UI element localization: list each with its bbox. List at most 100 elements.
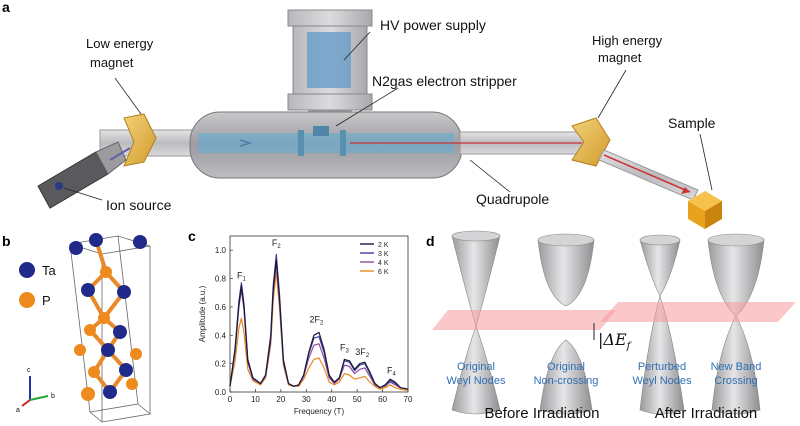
ion-beam-left [109, 147, 131, 161]
legend-p-swatch [19, 292, 35, 308]
atom-p [74, 344, 86, 356]
peak-annotation: F3 [340, 343, 350, 355]
atom-ta [133, 235, 147, 249]
label-low-energy-1: Low energy [86, 36, 154, 51]
sample-right [705, 201, 722, 229]
panel-d-label: d [426, 233, 435, 249]
beam-arrowhead [681, 187, 690, 194]
ion-source-port [55, 182, 63, 190]
panel-a-label: a [2, 0, 10, 15]
leader-high-magnet [597, 69, 627, 119]
atom-ta [117, 285, 131, 299]
panel-b: b Ta P [2, 233, 151, 423]
stripper-valve [313, 126, 329, 136]
peak-annotation: F1 [237, 270, 247, 282]
label-ion-source: Ion source [106, 197, 172, 213]
crystal-atoms [69, 233, 147, 401]
legend-label: 2 K [378, 242, 389, 249]
axes-indicator: c b a [16, 367, 55, 414]
atom-p [84, 324, 96, 336]
fermi-plane-after [600, 302, 796, 322]
atom-ta [119, 363, 133, 377]
x-tick-label: 0 [228, 395, 233, 404]
series-line-4k [229, 262, 409, 390]
label-sample: Sample [668, 115, 716, 131]
y-axis-label: Amplitude (a.u.) [198, 285, 207, 342]
plot-frame [229, 235, 409, 393]
axis-a-label: a [16, 407, 20, 414]
caption-cone-2-line2: Non-crossing [534, 375, 599, 387]
beam-arrow-1 [239, 139, 253, 147]
panel-b-label: b [2, 233, 11, 249]
axis-c-label: c [27, 367, 31, 374]
atom-p [98, 312, 110, 324]
label-high-energy-2: magnet [598, 50, 642, 65]
legend-label: 3 K [378, 251, 389, 258]
series-line-2k [229, 259, 409, 390]
panel-a: a [2, 0, 722, 229]
unit-cell-box [69, 235, 151, 423]
atom-ta [103, 385, 117, 399]
x-tick-label: 50 [353, 395, 362, 404]
high-energy-magnet [571, 117, 611, 167]
ion-source [37, 141, 131, 209]
stripper-flange-right [340, 130, 346, 156]
x-tick-label: 30 [302, 395, 311, 404]
panel-c-label: c [188, 228, 196, 244]
caption-cone-4-line2: Crossing [714, 375, 757, 387]
caption-after-irradiation: After Irradiation [655, 405, 758, 422]
cone-perturbed-weyl [639, 234, 685, 415]
ion-source-body [37, 151, 109, 209]
atom-p [130, 348, 142, 360]
hv-power-supply [287, 9, 373, 127]
atom-ta [89, 233, 103, 247]
atom-p [81, 387, 95, 401]
atom-p [100, 266, 112, 278]
hv-core [307, 32, 351, 88]
leader-hv [343, 31, 371, 61]
leader-stripper [335, 87, 399, 127]
x-tick-label: 60 [378, 395, 387, 404]
panel-d: d |ΔEf Original [426, 230, 796, 422]
atom-ta [81, 283, 95, 297]
caption-cone-1-line1: Original [457, 361, 495, 373]
atom-ta [101, 343, 115, 357]
y-tick-label: 0.2 [215, 360, 227, 369]
low-energy-magnet [123, 113, 157, 167]
legend-ta-swatch [19, 262, 35, 278]
peak-annotation: F4 [387, 365, 397, 377]
label-high-energy-1: High energy [592, 33, 663, 48]
atom-p [126, 378, 138, 390]
y-tick-label: 0.8 [215, 275, 227, 284]
sample-left [688, 201, 705, 229]
legend-p-label: P [42, 293, 51, 308]
axis-a-arrow [21, 399, 31, 407]
x-tick-label: 70 [404, 395, 413, 404]
caption-cone-4-line1: New Band [711, 361, 762, 373]
x-tick-label: 10 [251, 395, 260, 404]
sample-cube [688, 191, 722, 229]
cone-new-band [707, 233, 765, 415]
hv-cap [287, 9, 373, 27]
series-line-6k [229, 270, 409, 392]
ion-beam-exit [603, 154, 691, 193]
beam-channel [198, 133, 454, 153]
leader-low-magnet [114, 77, 142, 115]
atom-ta [113, 325, 127, 339]
legend-label: 6 K [378, 269, 389, 276]
label-n2-stripper: N2gas electron stripper [372, 73, 517, 89]
stripper-flange-left [298, 130, 304, 156]
caption-before-irradiation: Before Irradiation [484, 405, 599, 422]
y-tick-label: 1.0 [215, 246, 227, 255]
axis-b-label: b [51, 393, 55, 400]
leader-quadrupole [469, 159, 511, 193]
hv-base [287, 93, 373, 111]
atom-ta [69, 241, 83, 255]
x-tick-label: 20 [276, 395, 285, 404]
legend-label: 4 K [378, 260, 389, 267]
label-hv-power-supply: HV power supply [380, 17, 486, 33]
caption-cone-1-line2: Weyl Nodes [446, 375, 506, 387]
peak-annotation: 3F2 [355, 347, 370, 359]
